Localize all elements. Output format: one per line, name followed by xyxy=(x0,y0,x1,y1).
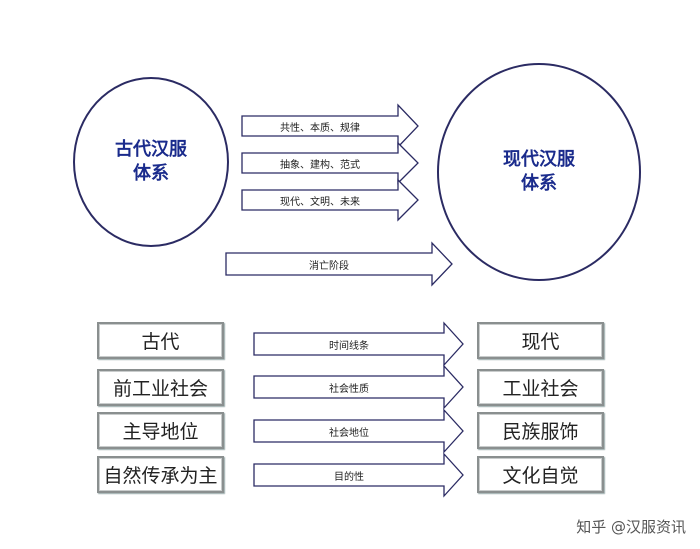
arrow-label-modernity: 现代、文明、未来 xyxy=(280,197,360,208)
right-box-national-costume: 民族服饰 xyxy=(477,412,604,449)
arrow-shape-3 xyxy=(241,178,419,222)
watermark: 知乎 @汉服资讯 xyxy=(576,518,686,536)
left-box-dominant: 主导地位 xyxy=(97,412,224,449)
right-box-cultural-awareness: 文化自觉 xyxy=(477,456,604,493)
left-box-natural-inheritance: 自然传承为主 xyxy=(97,456,224,493)
arrow-shape-1 xyxy=(241,103,419,149)
arrow-shape-row-2 xyxy=(253,364,464,410)
arrow-shape-row-1 xyxy=(253,321,464,367)
row-arrow-label-timeline: 时间线条 xyxy=(329,341,369,352)
row-arrow-label-purpose: 目的性 xyxy=(334,472,364,483)
arrow-label-commonality: 共性、本质、规律 xyxy=(280,123,360,134)
arrow-label-extinction: 消亡阶段 xyxy=(309,261,349,272)
modern-hanfu-circle: 现代汉服 体系 xyxy=(437,63,641,281)
row-arrow-label-social-nature: 社会性质 xyxy=(329,384,369,395)
ancient-circle-label: 古代汉服 体系 xyxy=(115,139,187,184)
arrow-shape-row-3 xyxy=(253,408,464,454)
ancient-hanfu-circle: 古代汉服 体系 xyxy=(73,77,229,247)
arrow-shape-2 xyxy=(241,141,419,185)
right-box-industrial: 工业社会 xyxy=(477,369,604,406)
arrow-label-abstraction: 抽象、建构、范式 xyxy=(280,160,360,171)
left-box-ancient: 古代 xyxy=(97,322,224,359)
left-box-preindustrial: 前工业社会 xyxy=(97,369,224,406)
row-arrow-label-social-status: 社会地位 xyxy=(329,428,369,439)
arrow-shape-extinction xyxy=(225,241,453,287)
arrow-shape-row-4 xyxy=(253,452,464,498)
modern-circle-label: 现代汉服 体系 xyxy=(503,149,575,194)
right-box-modern: 现代 xyxy=(477,322,604,359)
